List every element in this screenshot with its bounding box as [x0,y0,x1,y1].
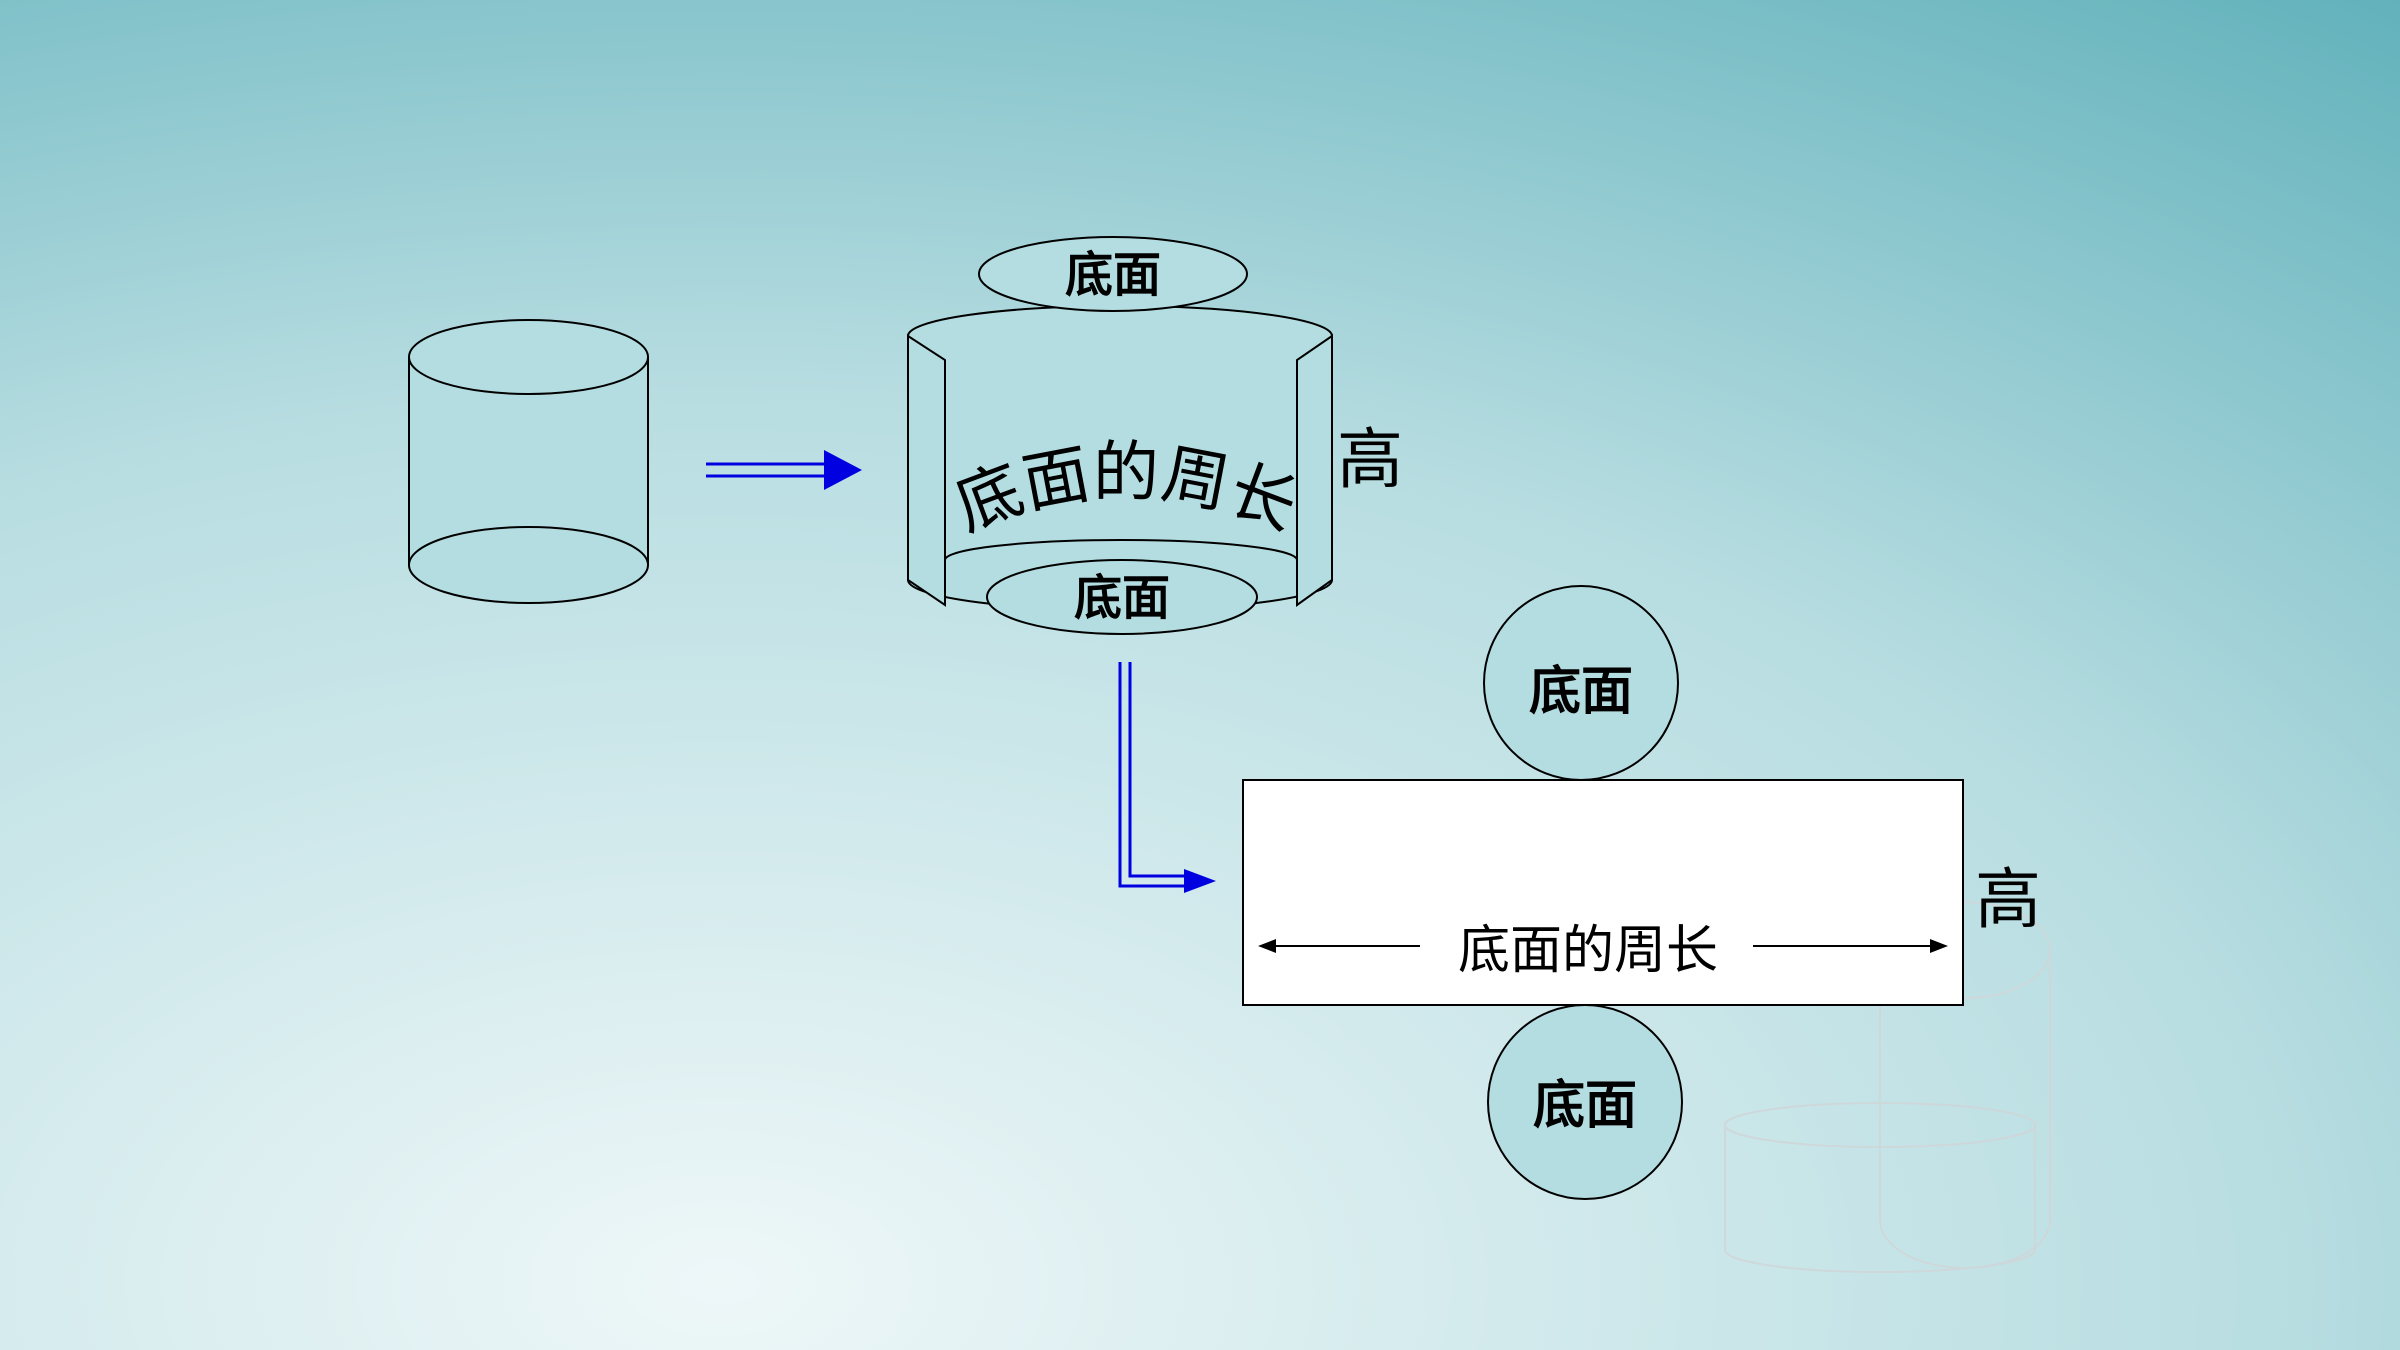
cylinder-solid [408,319,649,604]
bottom-base-ellipse: 底面 [986,559,1258,635]
net-height-label: 高 [1975,861,2041,938]
double-line-right-arrow-icon [706,450,862,490]
net-top-circle: 底面 [1483,585,1679,781]
net-circumference-label: 底面的周长 [1458,921,1718,981]
net-rectangle [1242,779,1964,1006]
net-top-circle-label: 底面 [1529,661,1633,722]
top-base-label: 底面 [1065,247,1161,303]
double-line-elbow-arrow-icon [1118,662,1216,893]
net-bottom-circle-label: 底面 [1533,1075,1637,1136]
top-base-ellipse: 底面 [978,236,1248,312]
cylinder-unrolling [907,305,1333,611]
decorative-cylinders [1724,901,2051,1273]
side-height-label: 高 [1337,421,1403,498]
net-bottom-circle: 底面 [1487,1004,1683,1200]
bottom-base-label: 底面 [1074,570,1170,626]
circumference-arrows [1258,939,1948,953]
